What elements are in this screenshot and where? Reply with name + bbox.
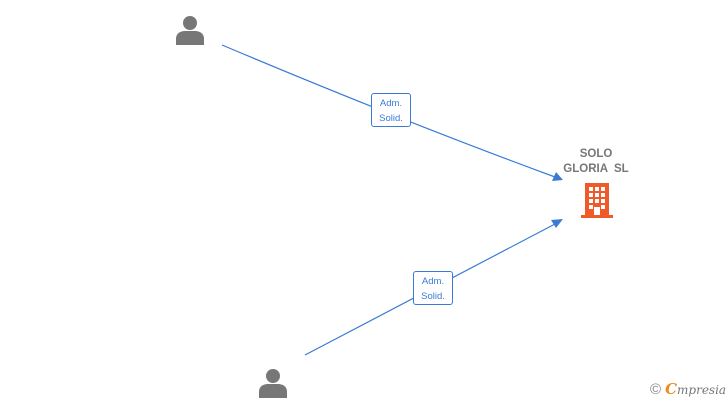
- copyright-symbol: ©: [650, 380, 662, 398]
- building-icon[interactable]: [581, 182, 613, 218]
- relation-edge-2-arrow: [551, 219, 563, 228]
- company-name-line2: GLORIA SL: [563, 163, 629, 175]
- relation-label-1-line1: Adm.: [379, 98, 403, 109]
- empresia-watermark: © Cmpresia: [650, 380, 726, 398]
- brand-name: mpresia: [677, 383, 727, 397]
- brand-initial: C: [665, 380, 678, 398]
- relation-label-1: Adm. Solid.: [371, 93, 411, 127]
- relation-label-2-line1: Adm.: [421, 276, 445, 287]
- relation-label-2: Adm. Solid.: [413, 271, 453, 305]
- relation-label-2-line2: Solid.: [421, 291, 445, 302]
- company-name-line1: SOLO: [579, 148, 613, 160]
- company-name[interactable]: SOLO GLORIA SL: [545, 147, 647, 177]
- relation-label-1-line2: Solid.: [379, 113, 403, 124]
- person-icon[interactable]: [175, 15, 205, 45]
- brand-logo: Cmpresia: [665, 380, 726, 398]
- person-icon[interactable]: [258, 368, 288, 398]
- relation-edge-1-arrow: [552, 172, 563, 181]
